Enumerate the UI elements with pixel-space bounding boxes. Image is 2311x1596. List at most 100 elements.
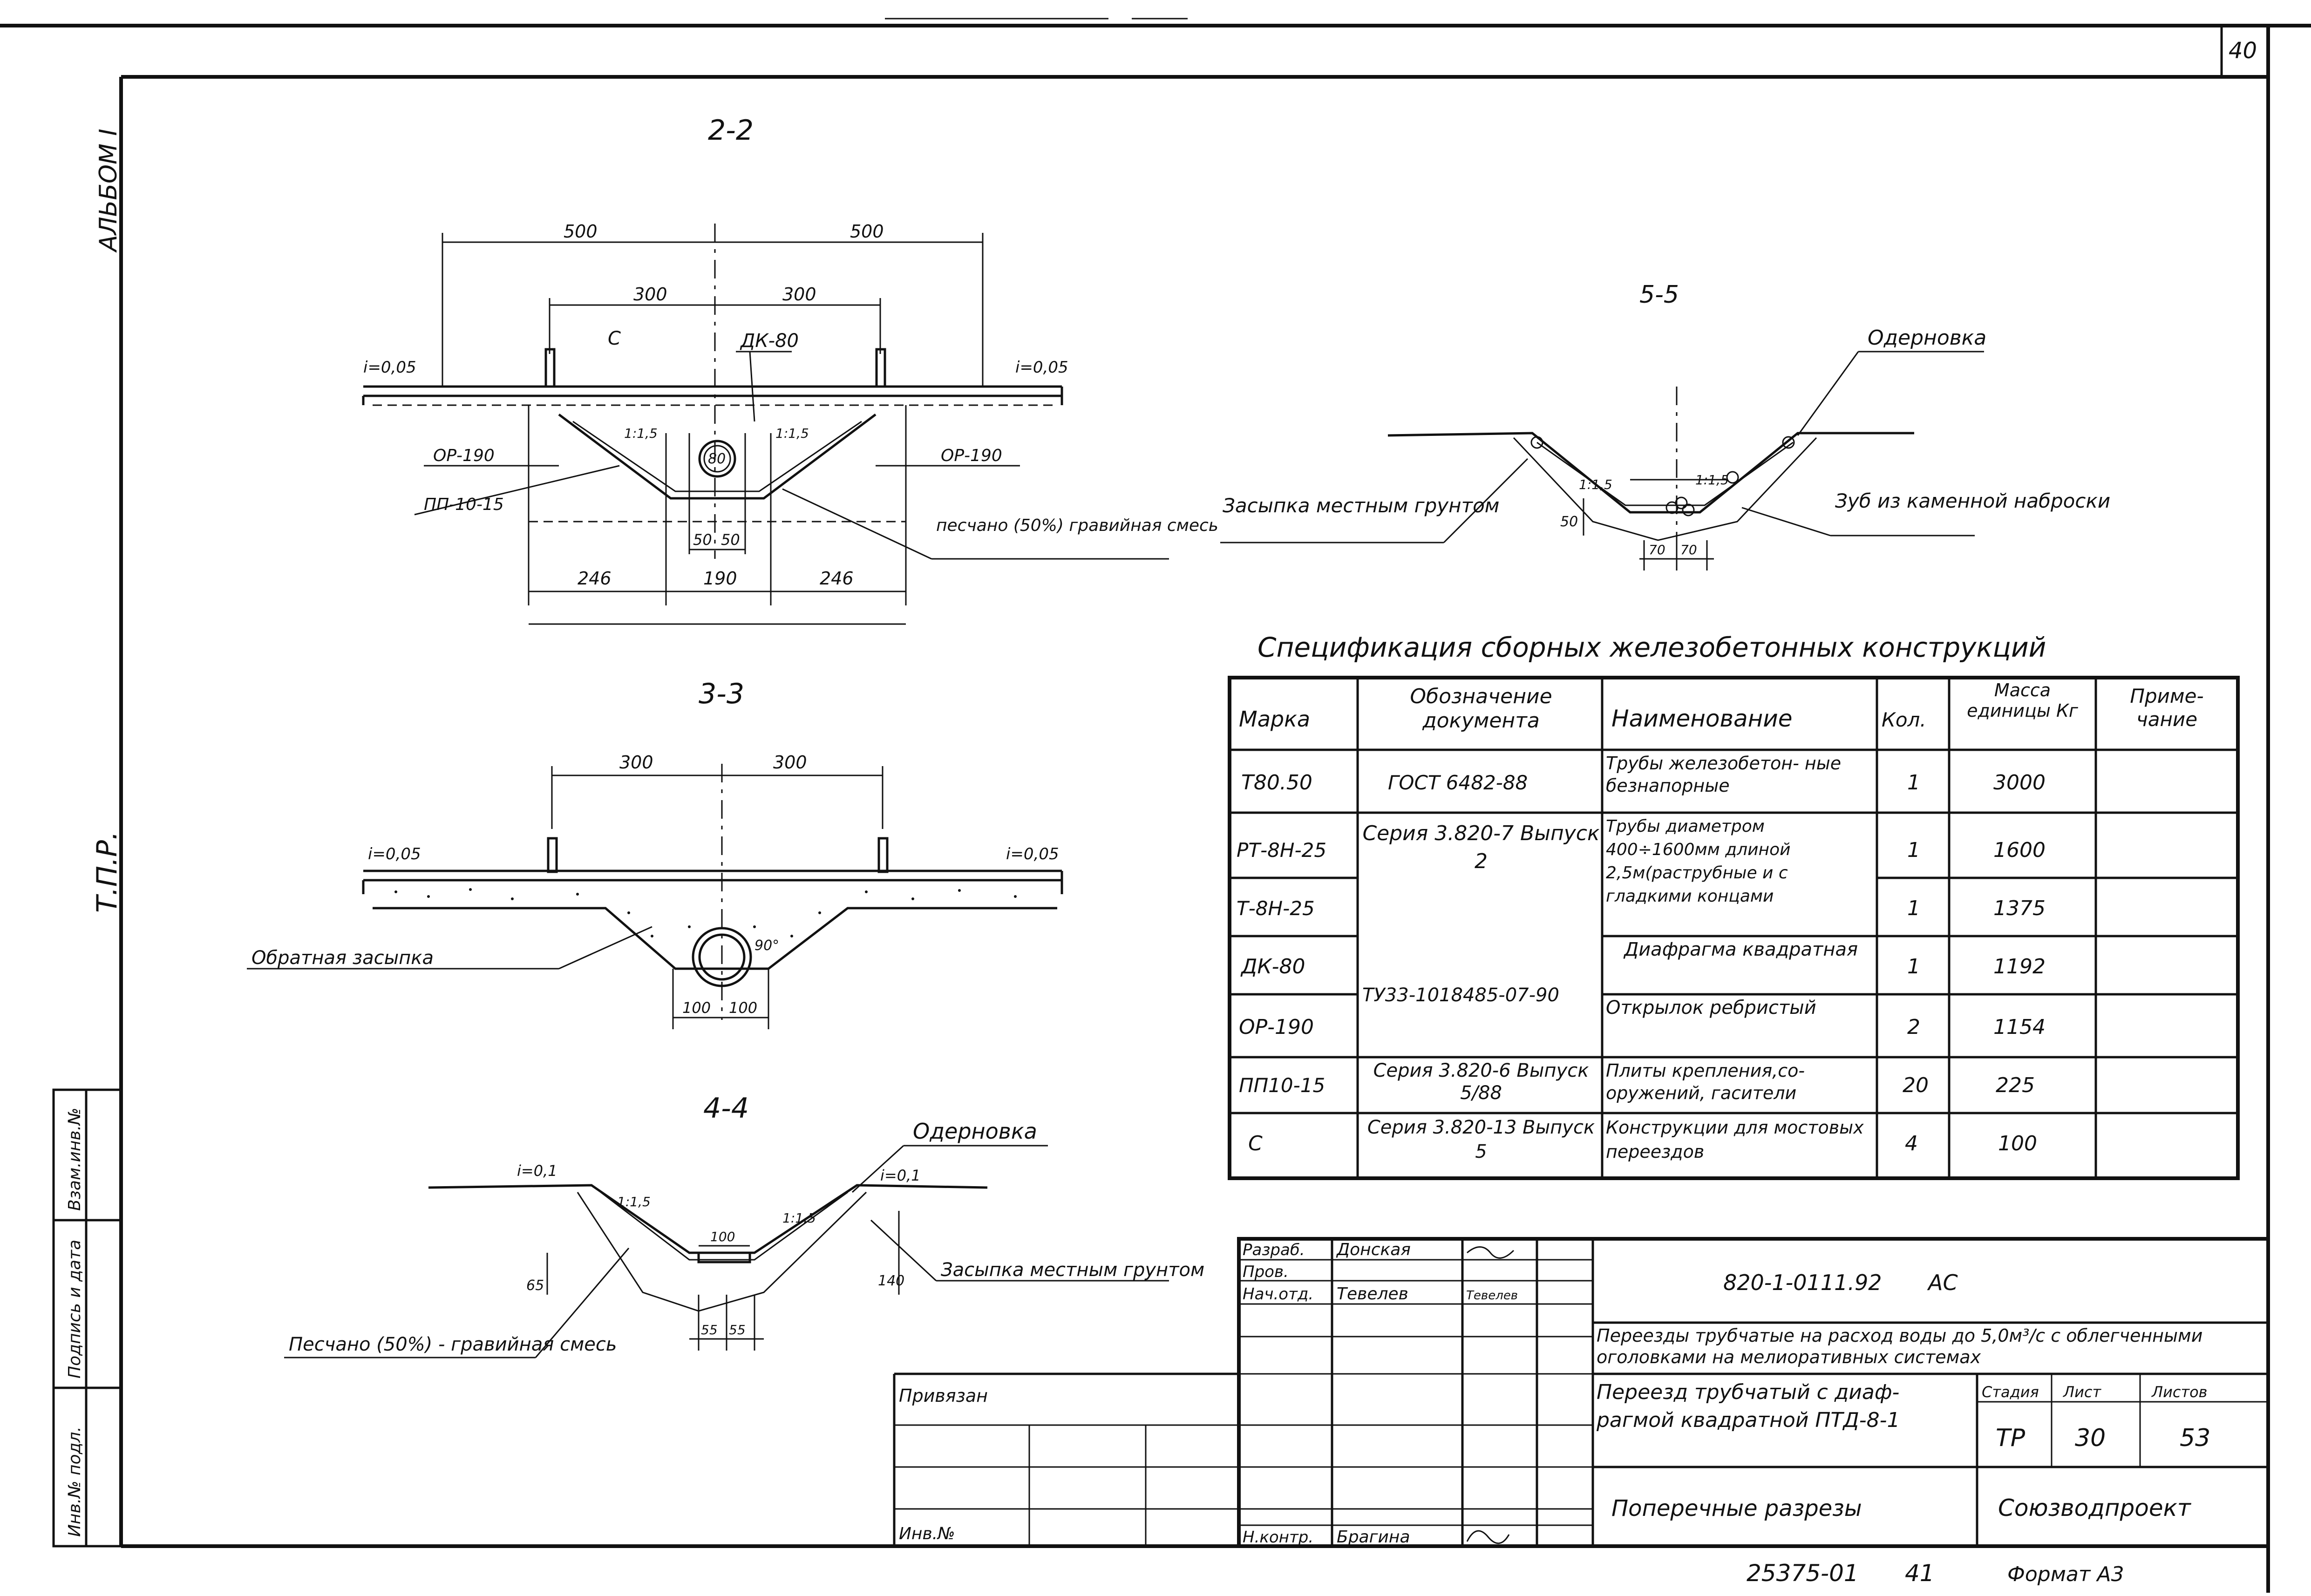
sheet-title: Переезд трубчатый с диаф- рагмой квадрат… <box>1597 1380 1900 1432</box>
doc-code-suffix: АС <box>1927 1270 1958 1295</box>
section-5-5: 5-5 50 70 70 1:1,5 1:1,5 Одерновка Засып… <box>1220 281 2110 570</box>
label-op-right: ОР-190 <box>941 446 1002 465</box>
dim-300-right: 300 <box>773 752 807 773</box>
slope-right: i=0,05 <box>1015 358 1068 377</box>
dim-55b: 55 <box>729 1322 746 1338</box>
dim-100a: 100 <box>682 999 711 1017</box>
label-pp: ПП-10-15 <box>424 495 504 514</box>
dim-50: 50 <box>1560 514 1578 530</box>
side-stamp: Взам.инв.№ Подпись и дата Инв.№ подл. <box>52 1088 122 1548</box>
dim-140: 140 <box>878 1273 904 1289</box>
label-fill: Обратная засыпка <box>251 947 434 969</box>
pipe-label: 80 <box>708 451 726 467</box>
stage-hdr: Стадия <box>1982 1383 2039 1401</box>
label-op-left: ОР-190 <box>433 446 495 465</box>
stage-value: ТР <box>1996 1424 2026 1452</box>
sheet-value: 30 <box>2075 1424 2106 1452</box>
row1-mark: Т80.50 <box>1241 771 1312 795</box>
row5-mark: ОР-190 <box>1239 1015 1314 1039</box>
section-2-2: 2-2 500 500 300 300 80 50 5 <box>362 114 1218 625</box>
dim-70a: 70 <box>1649 542 1665 557</box>
section-title: 5-5 <box>1639 281 1679 309</box>
project-title: Переезды трубчатые на расход воды до 5,0… <box>1597 1325 2203 1367</box>
row1-doc: ГОСТ 6482-88 <box>1388 771 1528 794</box>
hdr-doc: Обозначение документа <box>1410 685 1552 733</box>
row7-mark: С <box>1248 1132 1263 1155</box>
stamp-podpis: Подпись и дата <box>65 1240 84 1379</box>
hdr-name: Наименование <box>1611 705 1793 732</box>
name-ncontr: Брагина <box>1337 1528 1410 1547</box>
slope-right: i=0,05 <box>1006 845 1059 863</box>
section-3-3: 3-3 300 300 100 100 i=0,05 i=0,05 90° Об… <box>247 678 1063 1029</box>
role-ncontr: Н.контр. <box>1243 1528 1313 1547</box>
footer-number: 25375-01 <box>1747 1560 1859 1587</box>
stamp-inv: Инв.№ подл. <box>65 1426 84 1537</box>
row2-mass: 1600 <box>1993 838 2046 862</box>
signature-1 <box>1467 1246 1515 1259</box>
drawing-name: Поперечные разрезы <box>1611 1495 1862 1521</box>
dim-55a: 55 <box>701 1322 718 1338</box>
section-title: 3-3 <box>699 678 744 710</box>
name-3: Тевелев <box>1337 1284 1408 1304</box>
row6-name: Плиты крепления,со- оружений, гасители <box>1606 1060 1805 1103</box>
sign-3: Тевелев <box>1466 1289 1518 1303</box>
grade-right: 1:1,5 <box>782 1210 816 1226</box>
grade-left: 1:1,5 <box>1579 477 1612 492</box>
dim-190: 190 <box>703 568 737 589</box>
label-backfill: Засыпка местным грунтом <box>941 1259 1204 1281</box>
inv-label: Инв.№ <box>899 1524 955 1543</box>
title-block: Разраб. Пров. Нач.отд. Н.контр. Донская … <box>893 1237 2270 1548</box>
privyazan-label: Привязан <box>899 1385 988 1406</box>
row5-name: Открылок ребристый <box>1606 997 1816 1019</box>
grade-left: 1:1,5 <box>624 426 658 441</box>
section-4-4: 4-4 100 65 140 55 55 i=0,1 i=0,1 1:1,5 1… <box>284 1092 1204 1358</box>
slope-left: i=0,05 <box>363 358 416 377</box>
row6-doc: Серия 3.820-6 Выпуск 5/88 <box>1373 1060 1589 1104</box>
sheets-value: 53 <box>2180 1424 2210 1452</box>
row2-qty: 1 <box>1907 838 1920 862</box>
doc-code: 820-1-0111.92 <box>1723 1270 1882 1295</box>
row7-doc: Серия 3.820-13 Выпуск 5 <box>1367 1117 1595 1162</box>
grade-right: 1:1,5 <box>775 426 809 441</box>
label-fill: песчано (50%) гравийная смесь <box>936 516 1218 535</box>
album-label: АЛЬБОМ I <box>95 129 122 253</box>
grade-left: 1:1,5 <box>617 1194 651 1209</box>
dim-300-right: 300 <box>782 284 816 305</box>
row1-name: Трубы железобетон- ные безнапорные <box>1606 753 1842 796</box>
row4-name: Диафрагма квадратная <box>1624 939 1858 960</box>
signature-ncontr <box>1466 1530 1510 1544</box>
row4-mark: ДК-80 <box>1240 955 1305 978</box>
tpr-label: Т.П.Р. <box>91 831 123 913</box>
row2-mark: РТ-8Н-25 <box>1237 839 1326 862</box>
organization: Союзводпроект <box>1998 1494 2192 1521</box>
label-c: С <box>608 328 621 349</box>
role-3: Нач.отд. <box>1243 1285 1313 1304</box>
hdr-mass: Масса единицы Кг <box>1967 680 2078 721</box>
grade-right: 1:1,5 <box>1695 472 1729 488</box>
sheet-hdr: Лист <box>2063 1383 2101 1401</box>
slope-right: i=0,1 <box>880 1167 921 1184</box>
dim-50a: 50 <box>693 531 712 549</box>
dim-300-left: 300 <box>633 284 667 305</box>
section-title: 2-2 <box>708 114 754 147</box>
spec-table: Спецификация сборных железобетонных конс… <box>1228 632 2240 1180</box>
dim-500-left: 500 <box>564 221 598 242</box>
row6-mass: 225 <box>1996 1073 2035 1097</box>
dim-300-left: 300 <box>619 752 653 773</box>
sheets-hdr: Листов <box>2151 1383 2208 1401</box>
dim-246-left: 246 <box>578 568 612 589</box>
row1-mass: 3000 <box>1993 771 2046 795</box>
row7-name: Конструкции для мостовых переездов <box>1606 1117 1864 1162</box>
role-2: Пров. <box>1243 1263 1289 1281</box>
label-tooth: Зуб из каменной наброски <box>1835 489 2110 512</box>
row5-mass: 1154 <box>1993 1015 2046 1039</box>
angle-label: 90° <box>754 937 779 954</box>
label-backfill: Засыпка местным грунтом <box>1223 494 1499 517</box>
dim-70b: 70 <box>1680 542 1697 557</box>
footer-copy: 41 <box>1905 1560 1935 1587</box>
row4-qty: 1 <box>1907 955 1920 978</box>
row7-qty: 4 <box>1905 1132 1918 1155</box>
dim-100: 100 <box>710 1229 735 1244</box>
row1-qty: 1 <box>1907 771 1920 795</box>
